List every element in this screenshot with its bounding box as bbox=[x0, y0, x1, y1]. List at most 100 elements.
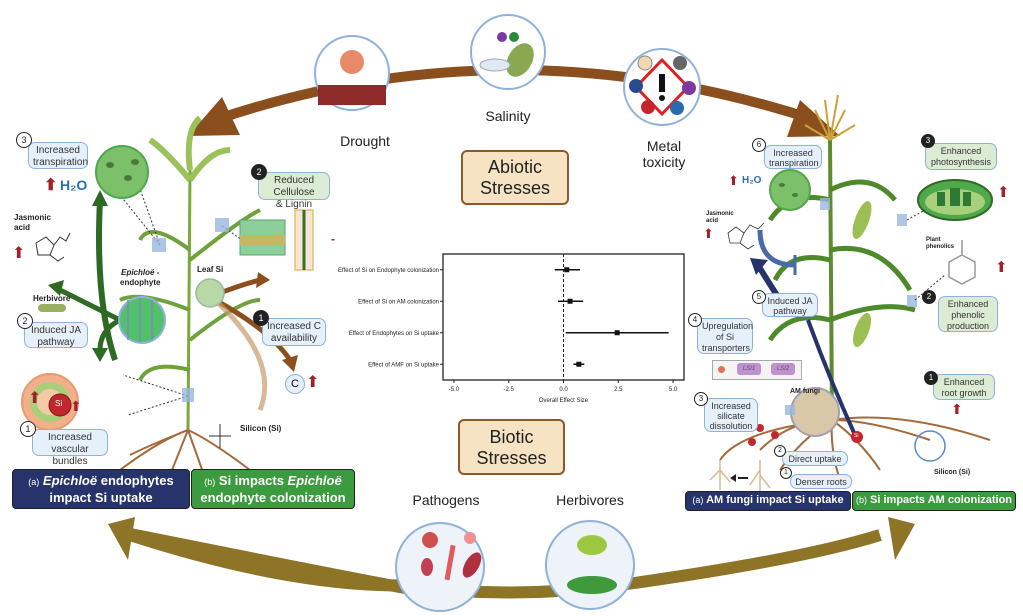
callout-text: Increased bbox=[711, 401, 751, 411]
callout-text: Increased bbox=[36, 145, 80, 156]
step-number-badge: 2 bbox=[922, 290, 936, 304]
callout-text: pathway bbox=[773, 306, 807, 316]
step-number-badge: 5 bbox=[752, 290, 766, 304]
banner-tag: (b) bbox=[855, 495, 867, 505]
jasmonic-line1: Jasmonic bbox=[706, 211, 734, 217]
callout-text: Direct uptake bbox=[788, 454, 842, 464]
y-tick-label: Effect of Endophytes on Si uptake bbox=[349, 331, 440, 337]
jasmonic-acid-structure-icon-right bbox=[727, 222, 765, 250]
callout-text: silicate bbox=[717, 411, 745, 421]
step-number-badge: 1 bbox=[20, 421, 36, 437]
abiotic-title-line2: Stresses bbox=[479, 178, 551, 198]
step-number-badge: 2 bbox=[251, 164, 267, 180]
leaf-si-circle bbox=[195, 278, 225, 308]
lsi1-transporter: LSI1 bbox=[737, 363, 761, 375]
jasmonic-acid-label-right: Jasmonic acid bbox=[706, 211, 734, 225]
callout-text: availability bbox=[270, 333, 318, 344]
abiotic-arrow-head-right bbox=[787, 100, 840, 137]
si-molecule-icon bbox=[718, 366, 725, 373]
x-tick-label: -5.0 bbox=[449, 387, 460, 393]
biotic-arrow-head-left bbox=[108, 517, 135, 560]
step-number-badge: 3 bbox=[921, 134, 935, 148]
phenolics-line2: phenolics bbox=[926, 244, 955, 250]
up-arrow-icon: ⬆ bbox=[728, 173, 739, 188]
minus-sign: - bbox=[331, 232, 335, 246]
step-number-badge: 3 bbox=[694, 392, 708, 406]
biotic-stresses-box: Biotic Stresses bbox=[458, 419, 565, 475]
up-arrow-icon: ⬆ bbox=[12, 245, 26, 262]
callout-text: vascular bundles bbox=[51, 444, 89, 467]
banner-italic: Epichloë bbox=[287, 473, 342, 488]
biotic-title-line2: Stresses bbox=[476, 448, 547, 468]
am-fungi-circle bbox=[790, 387, 840, 437]
callout-text: Enhanced bbox=[947, 299, 989, 309]
step-number-badge: 1 bbox=[253, 310, 269, 326]
up-arrow-icon: ⬆ bbox=[995, 259, 1008, 276]
callout-text: Upregulation bbox=[702, 321, 754, 331]
si-badge: Si bbox=[55, 399, 63, 408]
biotic-title-line1: Biotic bbox=[489, 427, 534, 447]
biotic-arrow-head-right bbox=[888, 517, 915, 560]
banner-am-fungi-impact-si-uptake: (a) AM fungi impact Si uptake bbox=[685, 491, 851, 511]
up-arrow-icon: ⬆ bbox=[703, 226, 714, 241]
plant-phenolics-label: Plant phenolics bbox=[926, 237, 954, 251]
silicon-label-left: Silicon (Si) bbox=[240, 424, 282, 433]
herbivore-label: Herbivore bbox=[33, 294, 71, 303]
metal-label-line1: Metal bbox=[646, 138, 682, 154]
banner-epichloe-impact-si-uptake: (a) Epichloë endophytes impact Si uptake bbox=[12, 469, 190, 509]
up-arrow-icon: ⬆ bbox=[997, 184, 1010, 201]
step-number-badge: 2 bbox=[774, 445, 786, 457]
leaf-si-label: Leaf Si bbox=[197, 265, 224, 274]
banner-tag: (a) bbox=[692, 495, 704, 505]
banner-text: endophytes bbox=[97, 473, 174, 488]
callout-text: dissolution bbox=[709, 421, 753, 431]
wheat-stem bbox=[186, 169, 192, 431]
x-tick-label: 0.0 bbox=[559, 387, 568, 393]
epichloe-line2: endophyte bbox=[120, 278, 161, 287]
effect-estimate-point bbox=[564, 267, 570, 273]
phenolics-line1: Plant bbox=[926, 237, 941, 243]
abiotic-arrow-head-left bbox=[188, 97, 240, 136]
callout-increased-vascular-bundles: Increased vascular bundles bbox=[32, 429, 108, 467]
abiotic-title-line1: Abiotic bbox=[487, 157, 543, 177]
up-arrow-icon: ⬆ bbox=[70, 398, 82, 414]
banner-text: AM fungi impact Si uptake bbox=[706, 494, 844, 506]
callout-text: Increased bbox=[48, 432, 92, 443]
pathogens-label: Pathogens bbox=[412, 492, 480, 508]
phenolic-structure bbox=[948, 254, 976, 285]
h2o-label: H₂O bbox=[742, 175, 762, 186]
jasmonic-line1: Jasmonic bbox=[14, 213, 51, 222]
callout-text: phenolic bbox=[951, 310, 985, 320]
callout-text: Denser roots bbox=[795, 477, 847, 487]
metal-toxicity-label: Metal toxicity bbox=[632, 138, 696, 170]
carbon-badge: C bbox=[285, 374, 305, 394]
callout-induced-ja-pathway-right: Induced JA pathway bbox=[762, 293, 818, 317]
jasmonic-acid-structure-icon bbox=[35, 232, 71, 262]
x-axis-label: Overall Effect Size bbox=[539, 398, 589, 404]
callout-increased-transpiration-right: Increased transpiration bbox=[764, 145, 822, 169]
callout-direct-uptake: Direct uptake bbox=[782, 451, 848, 466]
step-number-badge: 6 bbox=[752, 138, 766, 152]
epichloe-label: Epichloë - endophyte bbox=[120, 268, 160, 288]
callout-text: pathway bbox=[37, 337, 75, 348]
silicon-label-right: Silicon (Si) bbox=[934, 469, 971, 476]
step-number-badge: 1 bbox=[924, 371, 938, 385]
biotic-arrow-arc-left bbox=[128, 529, 421, 592]
leaf-stomata-circle-right bbox=[769, 169, 811, 211]
si-transporter-diagram: LSI1 LSI2 bbox=[712, 360, 802, 380]
epichloe-line1: Epichloë - bbox=[121, 268, 160, 277]
herbivores-label: Herbivores bbox=[556, 492, 624, 508]
callout-text: transpiration bbox=[769, 158, 819, 168]
up-arrow-icon: ⬆ bbox=[306, 374, 320, 391]
callout-text: & Lignin bbox=[275, 199, 313, 210]
banner-tag: (b) bbox=[204, 477, 216, 487]
callout-text: production bbox=[946, 321, 990, 331]
callout-upregulation-si-transporters: Upregulation of Si transporters bbox=[697, 318, 753, 354]
callout-reduced-cellulose-lignin: Reduced Cellulose & Lignin bbox=[258, 172, 330, 210]
callout-text: Increased C bbox=[267, 321, 321, 332]
y-tick-label: Effect of Si on AM colonization bbox=[358, 299, 439, 305]
jasmonic-line2: acid bbox=[14, 223, 31, 232]
caterpillar-icon bbox=[38, 304, 66, 312]
